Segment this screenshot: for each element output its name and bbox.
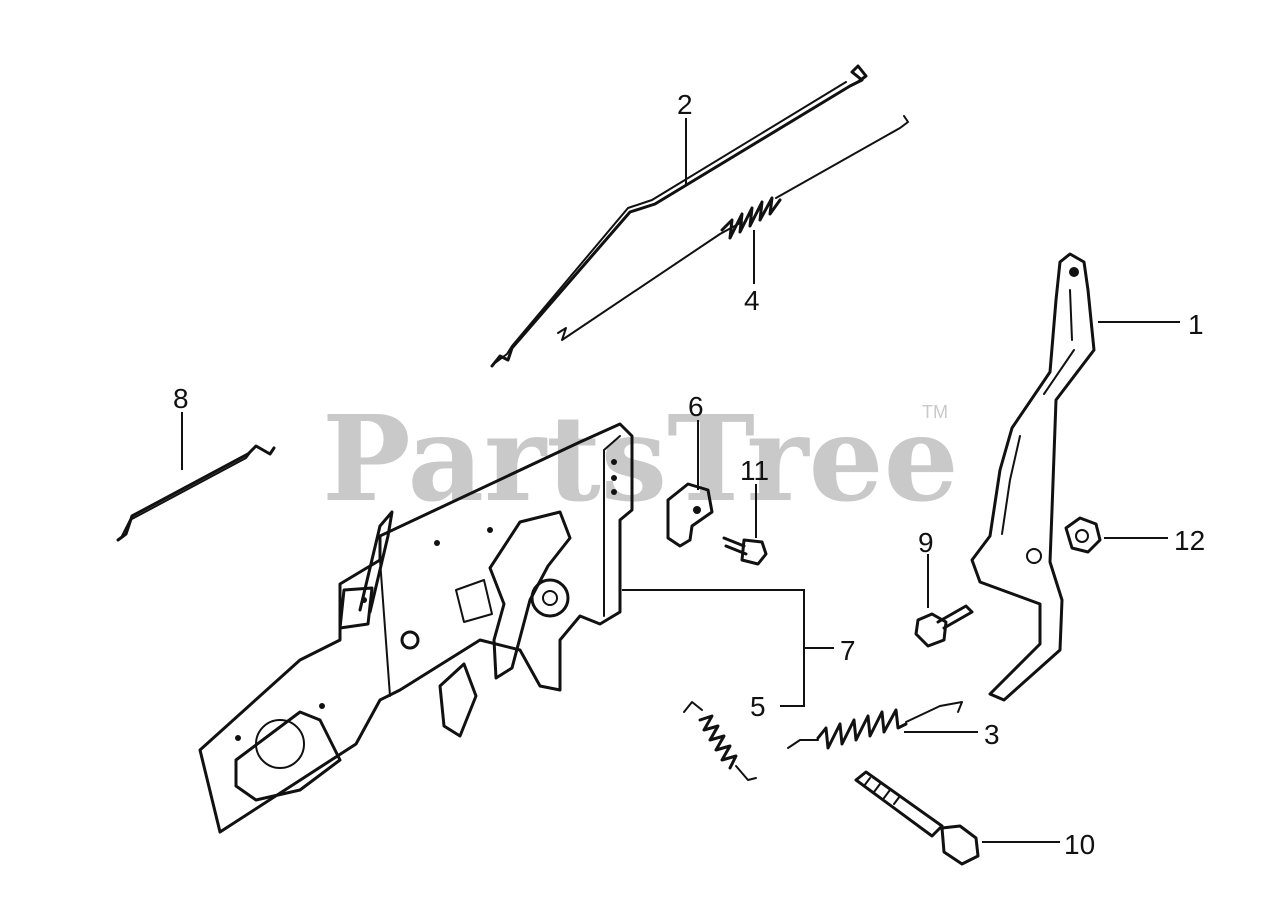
callout-2[interactable]: 2 bbox=[677, 89, 693, 120]
part-1-lever[interactable] bbox=[970, 252, 1096, 702]
part-7-plate-assembly[interactable] bbox=[198, 422, 634, 834]
callout-11[interactable]: 11 bbox=[740, 455, 769, 486]
callout-4[interactable]: 4 bbox=[744, 285, 760, 316]
part-12-nut[interactable] bbox=[1064, 516, 1102, 554]
watermark-text: PartsTree bbox=[322, 389, 959, 528]
part-10-bolt[interactable] bbox=[854, 770, 980, 866]
callout-5[interactable]: 5 bbox=[750, 691, 766, 722]
callout-7[interactable]: 7 bbox=[840, 635, 856, 666]
callouts: 1 2 3 4 5 6 7 8 9 10 11 12 bbox=[173, 89, 1205, 860]
callout-12[interactable]: 12 bbox=[1174, 525, 1205, 556]
part-9-clip[interactable] bbox=[914, 604, 974, 648]
callout-8[interactable]: 8 bbox=[173, 383, 189, 414]
watermark-trademark: TM bbox=[922, 402, 948, 422]
callout-1[interactable]: 1 bbox=[1188, 309, 1204, 340]
callout-6[interactable]: 6 bbox=[688, 391, 704, 422]
callout-9[interactable]: 9 bbox=[918, 527, 934, 558]
part-11-bolt[interactable] bbox=[722, 536, 768, 566]
leader-lines bbox=[181, 118, 1180, 843]
callout-10[interactable]: 10 bbox=[1064, 829, 1095, 860]
part-8-rod[interactable] bbox=[116, 444, 276, 542]
part-6-bracket[interactable] bbox=[666, 482, 714, 548]
part-3-spring[interactable] bbox=[787, 701, 963, 750]
part-4-spring-coil bbox=[720, 196, 782, 240]
part-5-spring[interactable] bbox=[683, 701, 757, 781]
part-2-rod[interactable] bbox=[490, 64, 868, 368]
watermark: PartsTree TM bbox=[322, 389, 959, 528]
callout-3[interactable]: 3 bbox=[984, 719, 1000, 750]
part-4-spring-rod[interactable] bbox=[557, 115, 909, 341]
